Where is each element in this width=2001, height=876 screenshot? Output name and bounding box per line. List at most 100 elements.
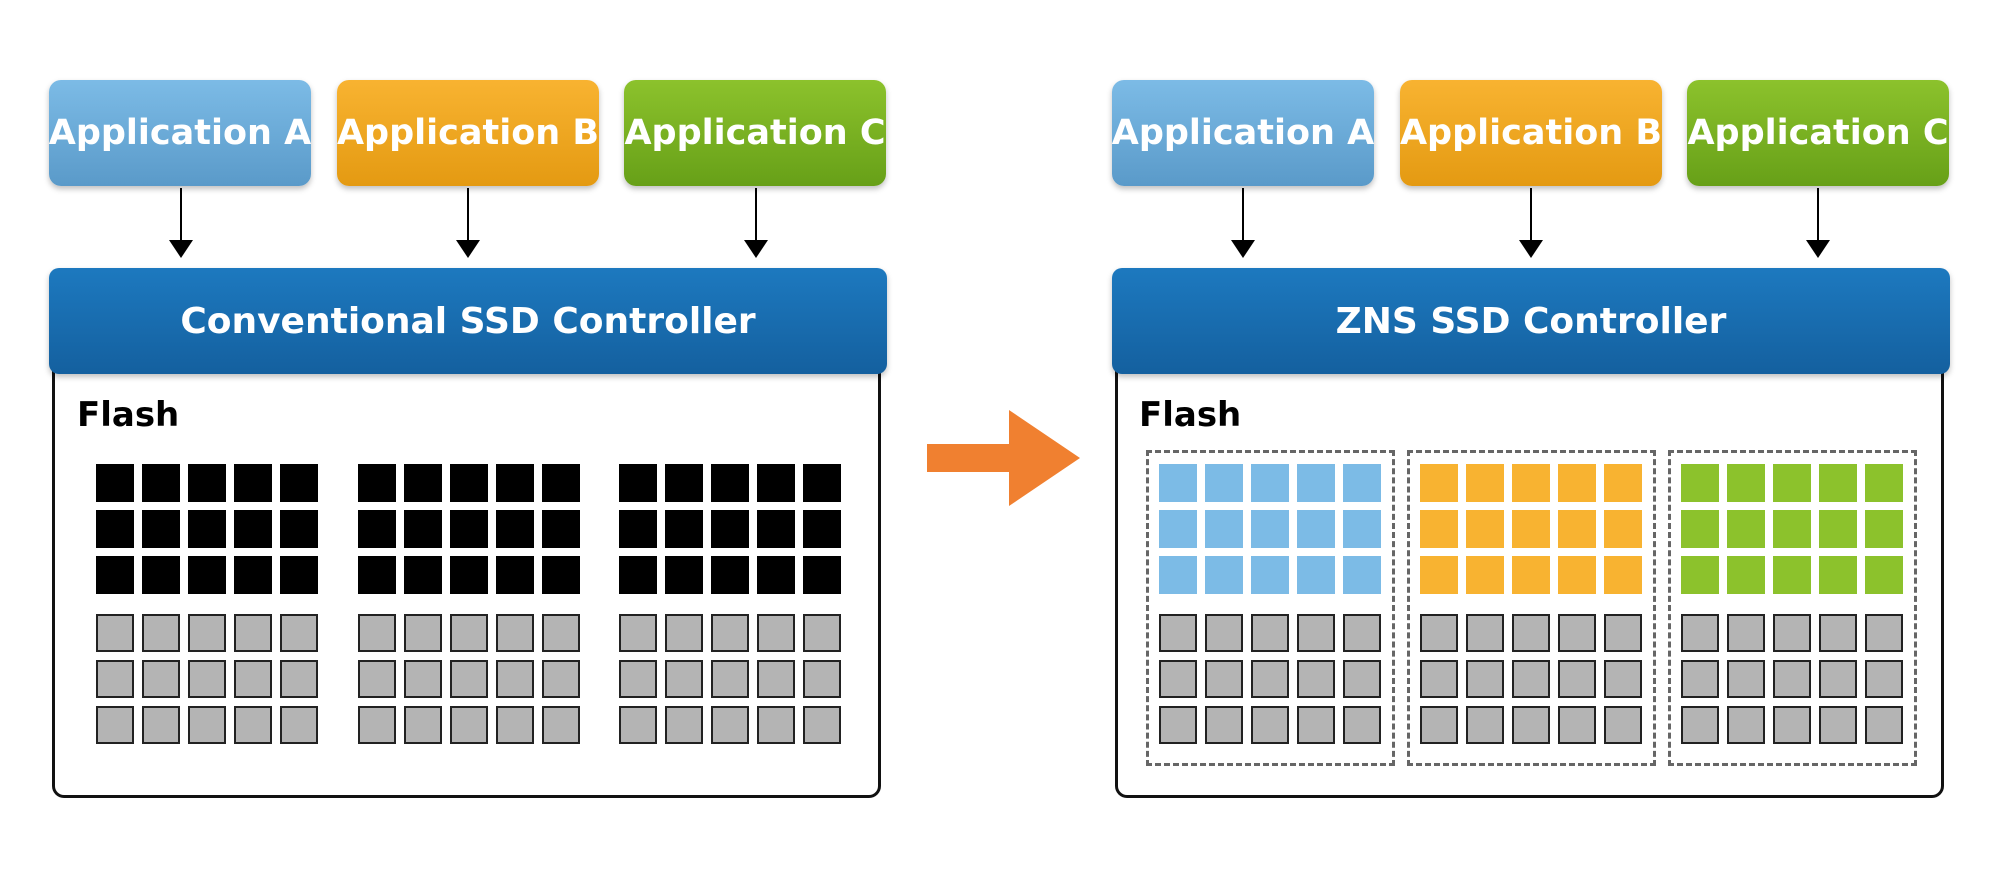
flash-block-empty [711, 706, 749, 744]
flash-block-used [1773, 510, 1811, 548]
left-arrow-a [169, 188, 193, 258]
flash-block-used [358, 464, 396, 502]
flash-block-used [1205, 510, 1243, 548]
flash-block-used [803, 464, 841, 502]
flash-block-empty [1727, 614, 1765, 652]
flash-block-used [142, 556, 180, 594]
flash-block-used [450, 464, 488, 502]
flash-block-used [96, 464, 134, 502]
flash-block-used [1297, 464, 1335, 502]
flash-block-empty [757, 614, 795, 652]
flash-block-used [1865, 556, 1903, 594]
left-application-c: Application C [624, 80, 886, 186]
flash-block-empty [1865, 660, 1903, 698]
left-application-a: Application A [49, 80, 311, 186]
flash-block-empty [1420, 706, 1458, 744]
flash-block-empty [1205, 614, 1243, 652]
flash-block-used [450, 510, 488, 548]
left-application-b: Application B [337, 80, 599, 186]
flash-block-empty [234, 660, 272, 698]
right-application-a: Application A [1112, 80, 1374, 186]
flash-block-used [496, 464, 534, 502]
flash-block-empty [1558, 614, 1596, 652]
flash-block-used [188, 464, 226, 502]
flash-block-empty [234, 614, 272, 652]
flash-block-used [1343, 510, 1381, 548]
right-flash-label: Flash [1139, 395, 1242, 435]
flash-block-empty [450, 660, 488, 698]
flash-block-used [142, 464, 180, 502]
flash-block-used [1604, 556, 1642, 594]
flash-block-empty [1466, 660, 1504, 698]
flash-block-empty [542, 660, 580, 698]
flash-block-empty [757, 706, 795, 744]
flash-block-empty [803, 614, 841, 652]
flash-block-empty [1681, 614, 1719, 652]
flash-block-empty [542, 614, 580, 652]
flash-block-empty [496, 660, 534, 698]
flash-block-used [1865, 464, 1903, 502]
flash-block-empty [1159, 660, 1197, 698]
flash-block-used [1819, 556, 1857, 594]
flash-block-used [496, 556, 534, 594]
flash-block-empty [450, 706, 488, 744]
flash-block-empty [1343, 706, 1381, 744]
flash-block-used [1251, 510, 1289, 548]
flash-block-used [1681, 510, 1719, 548]
right-application-b: Application B [1400, 80, 1662, 186]
flash-block-used [803, 556, 841, 594]
flash-block-empty [142, 614, 180, 652]
flash-block-used [1420, 510, 1458, 548]
flash-block-used [1773, 556, 1811, 594]
zone-b [1407, 450, 1656, 766]
flash-block-empty [1512, 614, 1550, 652]
flash-block-empty [1681, 706, 1719, 744]
flash-block-used [1604, 510, 1642, 548]
flash-block-empty [803, 660, 841, 698]
flash-block-empty [1297, 660, 1335, 698]
flash-block-used [1727, 464, 1765, 502]
flash-block-used [619, 510, 657, 548]
flash-block-empty [1512, 706, 1550, 744]
flash-block-used [1159, 556, 1197, 594]
flash-block-used [1558, 510, 1596, 548]
flash-block-used [1681, 556, 1719, 594]
flash-block-used [542, 556, 580, 594]
flash-block-used [757, 510, 795, 548]
flash-block-used [1819, 510, 1857, 548]
flash-block-used [711, 464, 749, 502]
flash-block-empty [1466, 706, 1504, 744]
flash-block-used [1466, 510, 1504, 548]
flash-block-used [188, 510, 226, 548]
flash-block-empty [404, 660, 442, 698]
flash-block-used [1297, 556, 1335, 594]
flash-block-empty [96, 706, 134, 744]
flash-block-empty [1297, 706, 1335, 744]
flash-block-empty [803, 706, 841, 744]
flash-block-empty [1420, 614, 1458, 652]
right-application-c: Application C [1687, 80, 1949, 186]
zone-c [1668, 450, 1917, 766]
flash-block-used [496, 510, 534, 548]
flash-block-empty [96, 614, 134, 652]
flash-block-empty [358, 614, 396, 652]
flash-block-empty [450, 614, 488, 652]
flash-block-empty [404, 706, 442, 744]
flash-block-used [1727, 510, 1765, 548]
flash-block-used [1159, 464, 1197, 502]
flash-block-empty [1558, 660, 1596, 698]
flash-block-used [404, 556, 442, 594]
flash-block-empty [1819, 660, 1857, 698]
flash-block-empty [711, 660, 749, 698]
right-arrow-a [1231, 188, 1255, 258]
flash-block-empty [665, 706, 703, 744]
flash-block-used [1343, 556, 1381, 594]
flash-block-used [665, 556, 703, 594]
flash-block-empty [619, 614, 657, 652]
flash-block-empty [358, 706, 396, 744]
flash-block-used [234, 510, 272, 548]
flash-block-used [1205, 556, 1243, 594]
flash-block-empty [1727, 660, 1765, 698]
flash-block-empty [496, 614, 534, 652]
flash-block-empty [188, 614, 226, 652]
